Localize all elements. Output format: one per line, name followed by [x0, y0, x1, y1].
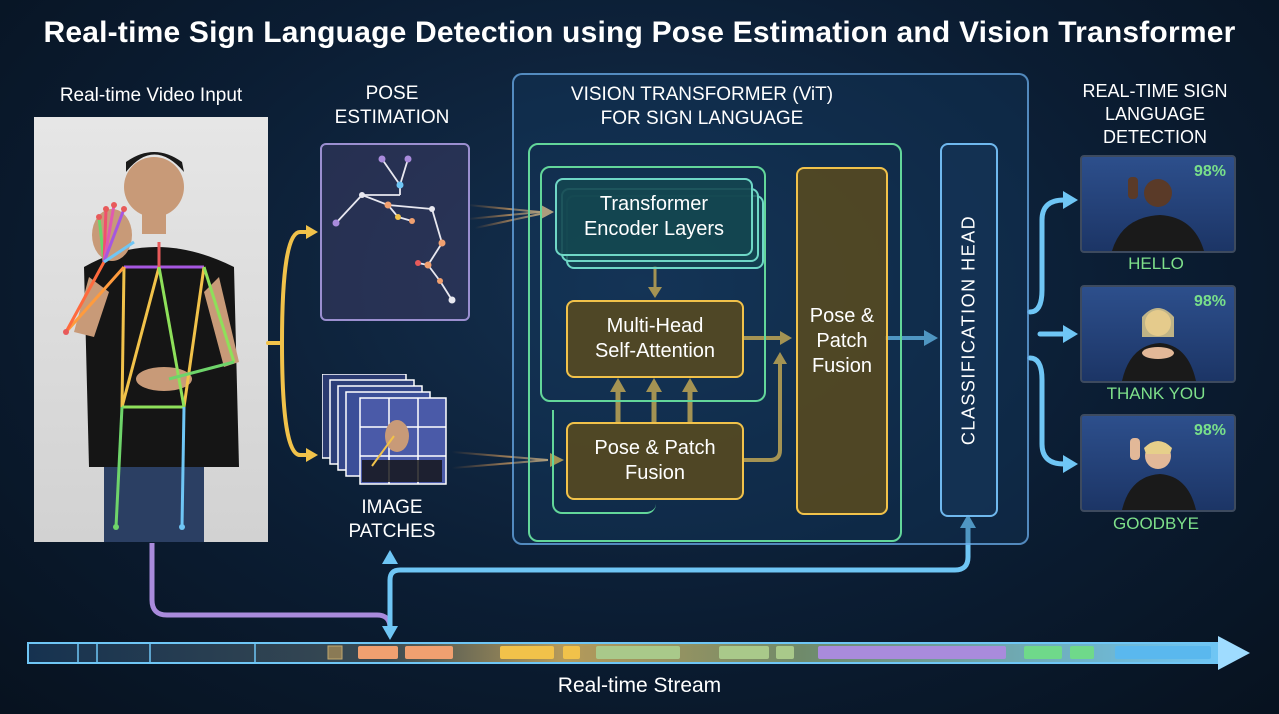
pose-skeleton-icon — [332, 155, 456, 304]
vit-label-line2: FOR SIGN LANGUAGE — [600, 108, 804, 129]
encoder-line2: Encoder Layers — [583, 218, 725, 240]
signer-thumbnail — [1122, 438, 1196, 510]
image-patches-icon — [321, 373, 447, 485]
attention-line2: Self-Attention — [594, 340, 716, 362]
output-label: REAL-TIME SIGN LANGUAGE DETECTION — [1070, 80, 1240, 149]
pose-label-line1: POSE — [365, 83, 419, 104]
arrow-to-patches-icon — [306, 448, 318, 462]
fusion-tall-line1: Pose & — [809, 304, 875, 327]
vit-outer-group — [528, 143, 902, 542]
result-card-hello: 98% — [1080, 155, 1236, 253]
result-card-thank-you: 98% — [1080, 285, 1236, 383]
output-label-line3: DETECTION — [1102, 127, 1207, 147]
pose-label-line2: ESTIMATION — [334, 107, 450, 128]
image-patches-stack — [321, 373, 448, 485]
image-patches-label: IMAGE PATCHES — [316, 496, 468, 544]
arrow-to-pose-icon — [306, 225, 318, 239]
pose-estimation-panel — [320, 143, 470, 321]
stream-arrow-icon — [1218, 636, 1250, 670]
page-title: Real-time Sign Language Detection using … — [43, 16, 1236, 49]
result-word-hello: HELLO — [1128, 254, 1184, 273]
classification-head-label: CLASSIFICATION HEAD — [958, 214, 979, 446]
patches-label-line2: PATCHES — [348, 521, 436, 542]
pose-patch-fusion-tall-block: Pose & Patch Fusion — [796, 167, 888, 515]
stream-label: Real-time Stream — [557, 674, 722, 697]
classification-head-block: CLASSIFICATION HEAD — [940, 143, 998, 517]
fusion-small-line1: Pose & Patch — [594, 437, 716, 459]
fusion-tall-line3: Fusion — [811, 354, 872, 377]
vit-label-line1: VISION TRANSFORMER (ViT) — [570, 84, 834, 105]
video-input-frame — [34, 117, 268, 542]
output-label-line2: LANGUAGE — [1104, 104, 1206, 124]
person-skeleton-illustration — [63, 152, 239, 542]
pose-estimation-label: POSE ESTIMATION — [316, 82, 468, 130]
attention-line1: Multi-Head — [606, 315, 704, 337]
fusion-tall-line2: Patch — [816, 329, 868, 352]
confidence-badge: 98% — [1193, 163, 1226, 180]
result-word-goodbye: GOODBYE — [1113, 514, 1199, 533]
result-card-goodbye: 98% — [1080, 414, 1236, 512]
encoder-line1: Transformer — [599, 193, 709, 215]
patches-label-line1: IMAGE — [361, 497, 423, 518]
video-input-label: Real-time Video Input — [59, 85, 243, 106]
output-label-line1: REAL-TIME SIGN — [1082, 81, 1228, 101]
signer-thumbnail — [1112, 177, 1204, 251]
multi-head-attention-block: Multi-Head Self-Attention — [566, 300, 744, 378]
vit-label: VISION TRANSFORMER (ViT) FOR SIGN LANGUA… — [512, 83, 892, 131]
arrow-to-encoder-icon — [541, 205, 554, 219]
transformer-encoder-block: Transformer Encoder Layers — [555, 178, 753, 256]
pose-patch-fusion-block: Pose & Patch Fusion — [566, 422, 744, 500]
fusion-group-outline — [552, 410, 656, 514]
fusion-small-line2: Fusion — [624, 462, 686, 484]
confidence-badge: 98% — [1193, 422, 1226, 439]
encoder-group — [540, 166, 766, 402]
confidence-badge: 98% — [1193, 293, 1226, 310]
result-word-thank-you: THANK YOU — [1106, 384, 1206, 403]
arrow-encoder-attention-icon — [648, 287, 662, 298]
stream-segments — [327, 645, 1211, 660]
signer-thumbnail — [1122, 308, 1196, 381]
